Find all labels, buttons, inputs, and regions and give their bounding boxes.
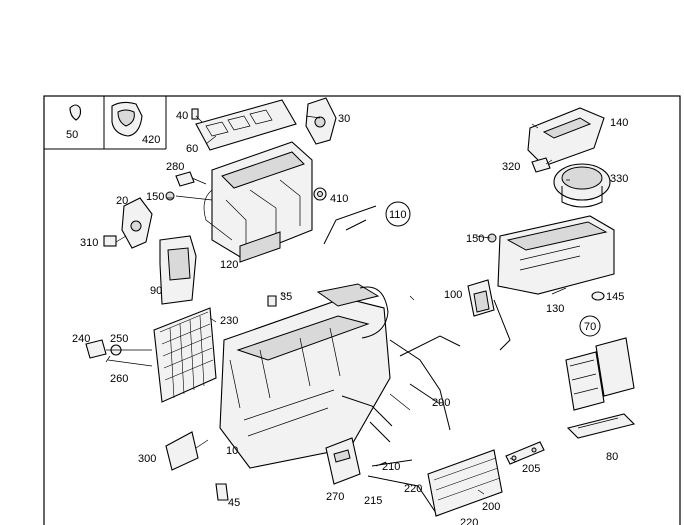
part-number-label: 70 [584,321,596,333]
part-number-label: 35 [280,291,292,303]
part-number-label: 10 [226,445,238,457]
part-number-label: 140 [610,117,628,129]
part-number-label: 310 [80,237,98,249]
air-duct-part [159,235,197,305]
blower-housing-part [497,215,615,295]
part-number-label: 60 [186,143,198,155]
part-number-label: 250 [110,333,128,345]
part-number-label: 205 [522,463,540,475]
air-filter-cover-part [195,99,297,151]
part-number-label: 270 [326,491,344,503]
part-number-label: 130 [546,303,564,315]
control-module-part [325,437,361,485]
part-number-label: 210 [382,461,400,473]
part-number-label: 230 [220,315,238,327]
actuator-part [305,97,337,145]
part-number-label: 40 [176,110,188,122]
part-number-label: 420 [142,134,160,146]
part-number-label: 260 [110,373,128,385]
part-number-label: 145 [606,291,624,303]
blower-boot-part [111,101,143,137]
part-number-label: 330 [610,173,628,185]
part-number-label: 300 [138,453,156,465]
part-number-label: 150 [466,233,484,245]
heater-core-part [427,449,503,517]
part-number-label: 320 [502,161,520,173]
diagram-frame [43,95,681,525]
part-number-label: 280 [166,161,184,173]
part-number-label: 410 [330,193,348,205]
upper-hvac-housing [203,141,313,263]
part-number-label: 215 [364,495,382,507]
evaporator-part [153,307,217,403]
actuator-20-part [121,197,153,249]
blower-cover-part [527,107,605,167]
part-number-label: 120 [220,259,238,271]
part-number-label: 90 [150,285,162,297]
part-number-label: 290 [432,397,450,409]
main-hvac-housing [219,283,391,469]
part-number-label: 45 [228,497,240,509]
part-number-label: 150 [146,191,164,203]
part-number-label: 220 [404,483,422,495]
blower-motor-part [553,163,611,208]
part-number-label: 100 [444,289,462,301]
part-number-label: 20 [116,195,128,207]
part-number-label: 80 [606,451,618,463]
clip-part [69,104,82,121]
part-number-label: 30 [338,113,350,125]
part-number-label: 200 [482,501,500,513]
part-number-label: 50 [66,129,78,141]
part-number-label: 110 [389,209,407,221]
part-number-label: 220 [460,517,478,525]
part-number-label: 240 [72,333,90,345]
